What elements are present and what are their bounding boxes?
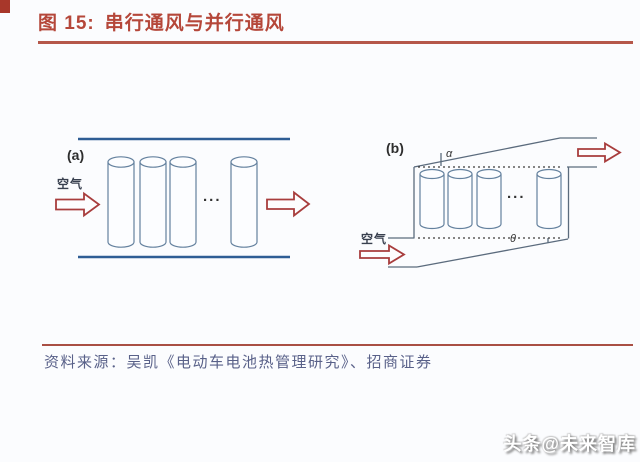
ventilation-diagram-canvas bbox=[55, 137, 622, 268]
panel-b-cylinders bbox=[419, 168, 562, 230]
watermark-text: 头条@未来智库 bbox=[503, 434, 636, 454]
panel-a-label: (a) bbox=[67, 147, 85, 163]
panel-b-ellipsis: ... bbox=[507, 185, 526, 202]
panel-b-air-label: 空气 bbox=[361, 232, 388, 246]
panel-a-ellipsis: ... bbox=[203, 188, 222, 205]
panel-b-bottom-angle-label: θ bbox=[510, 233, 516, 245]
source-text: 资料来源：吴凯《电动车电池热管理研究》、招商证券 bbox=[44, 354, 433, 371]
figure-title-text: 串行通风与并行通风 bbox=[104, 13, 285, 34]
panel-a-air-arrows bbox=[55, 190, 311, 218]
panel-a-air-label: 空气 bbox=[57, 177, 84, 191]
title-underline bbox=[38, 41, 633, 44]
source-divider-line bbox=[42, 344, 633, 346]
panel-a-outlet-arrow-icon bbox=[266, 190, 311, 218]
panel-b-duct-walls bbox=[388, 137, 597, 268]
panel-a-inlet-arrow-icon bbox=[55, 191, 101, 218]
figure-title: 图 15: 串行通风与并行通风 bbox=[38, 8, 285, 35]
panel-b-outlet-arrow-icon bbox=[577, 141, 622, 164]
panel-b-inlet-arrow-icon bbox=[359, 243, 406, 266]
figure-number: 图 15: bbox=[38, 13, 95, 34]
panel-b-air-arrows bbox=[359, 141, 622, 266]
corner-accent-mark bbox=[0, 0, 10, 13]
panel-b-top-angle-label: α bbox=[446, 148, 453, 160]
panel-b-perforated-lines bbox=[418, 166, 561, 239]
panel-a-duct-walls bbox=[78, 137, 290, 259]
panel-b-label: (b) bbox=[386, 140, 404, 156]
panel-a-cylinders bbox=[107, 156, 258, 248]
